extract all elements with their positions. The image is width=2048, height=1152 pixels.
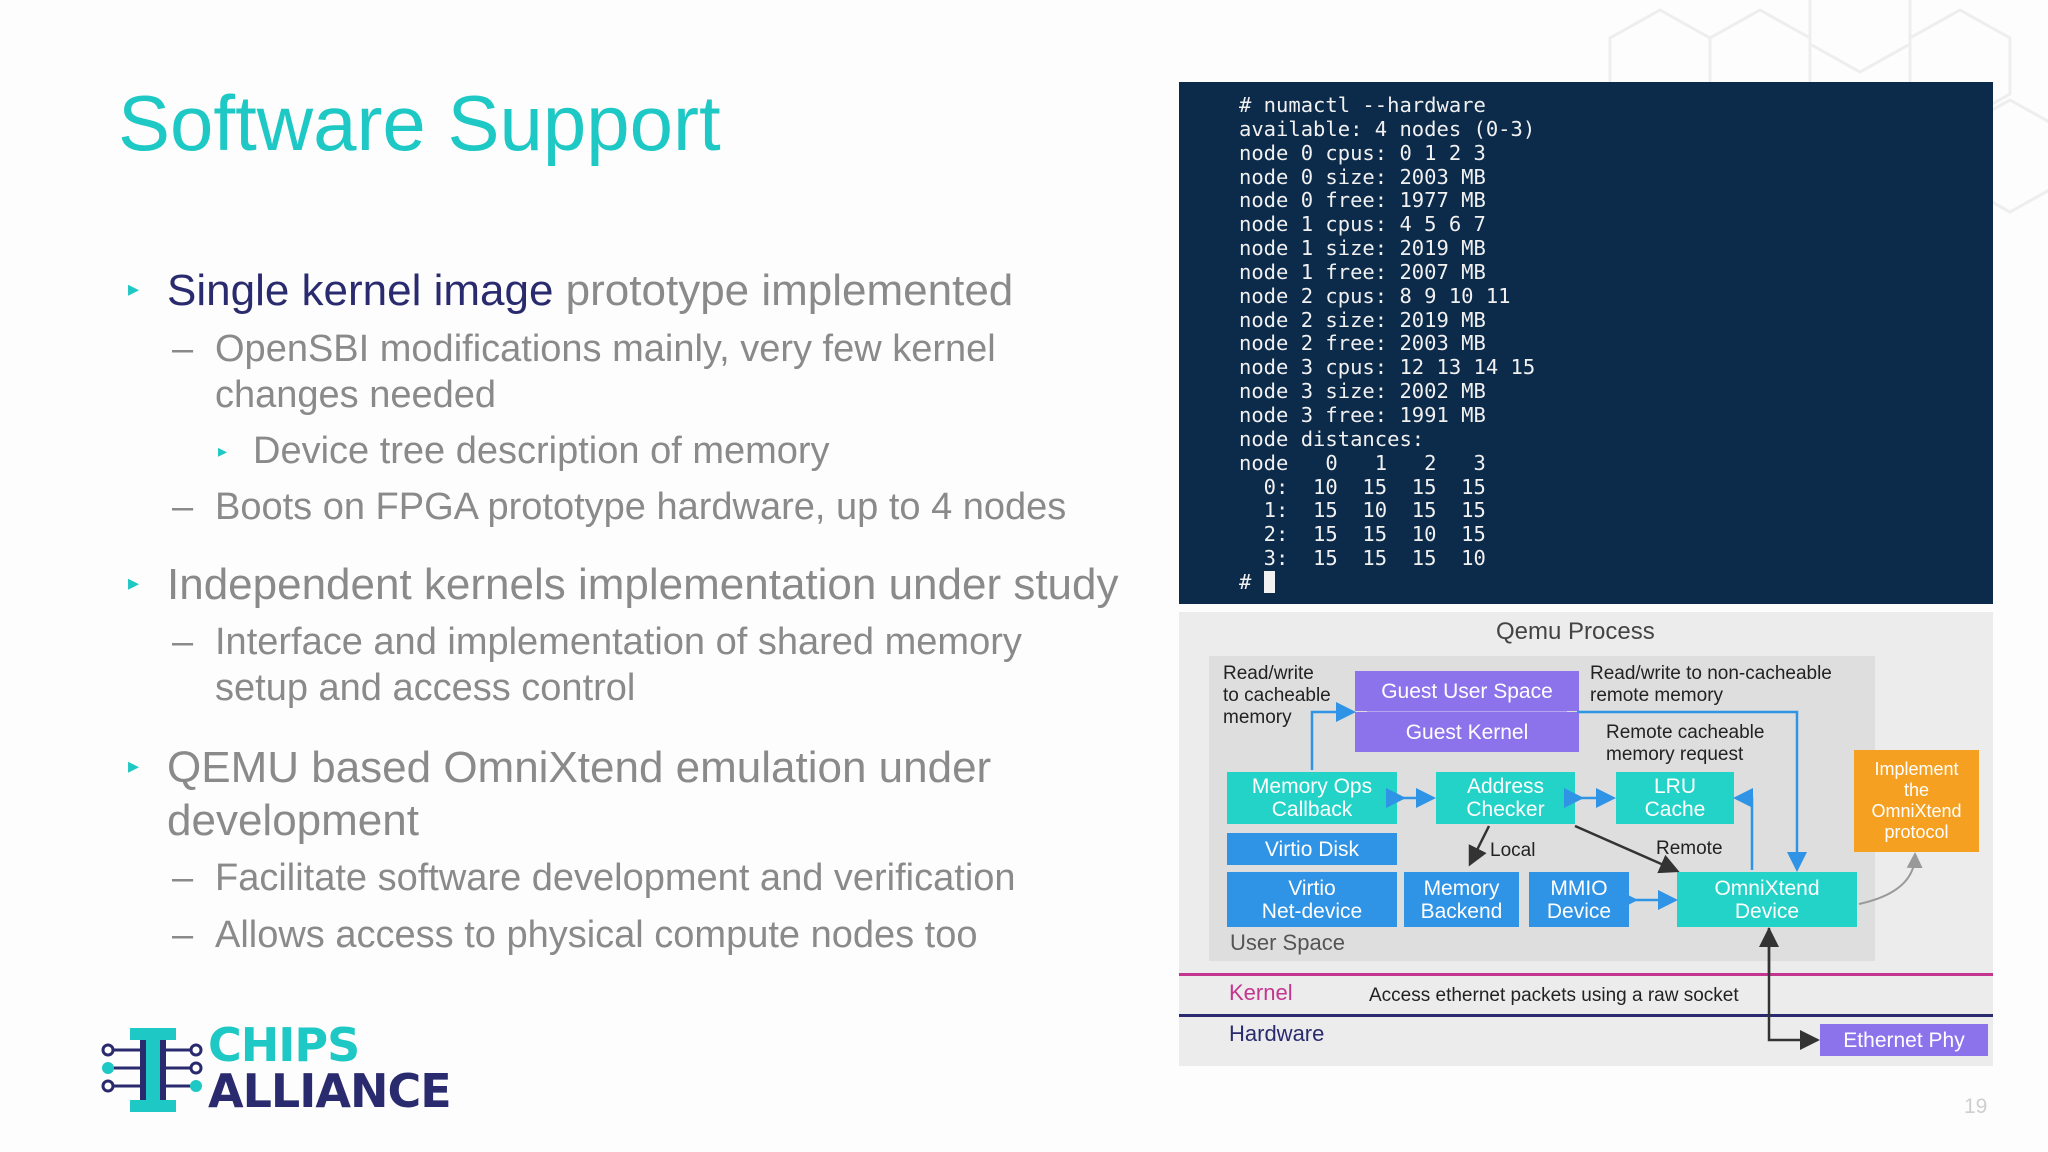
- arrow-to-implement: [1858, 852, 1923, 905]
- bullet-highlight: Single kernel image: [167, 266, 554, 315]
- ethernet-phy-box: Ethernet Phy: [1820, 1024, 1988, 1056]
- terminal-output: # numactl --hardware available: 4 nodes …: [1239, 93, 1536, 595]
- guest-kernel-box: Guest Kernel: [1355, 712, 1579, 752]
- bullet-qemu-line1: QEMU based OmniXtend emulation under: [167, 743, 992, 792]
- local-label: Local: [1490, 840, 1536, 861]
- qemu-process-label: Qemu Process: [1496, 618, 1655, 645]
- lru-cache-box: LRU Cache: [1616, 772, 1734, 824]
- qemu-architecture-diagram: Qemu Process Read/write to cacheable mem…: [1179, 612, 1993, 1066]
- dash-marker: –: [172, 486, 194, 528]
- rw-noncacheable-label: Read/write to non-cacheable remote memor…: [1590, 663, 1832, 706]
- remote-label: Remote: [1656, 838, 1723, 859]
- terminal-screenshot: # numactl --hardware available: 4 nodes …: [1179, 82, 1993, 604]
- user-space-label: User Space: [1230, 930, 1345, 955]
- sub-bullet-opensbi-line2: changes needed: [215, 374, 497, 416]
- virtio-net-device-box: Virtio Net-device: [1227, 872, 1397, 927]
- dash-marker: –: [172, 857, 194, 899]
- bullet-independent-kernels: Independent kernels implementation under…: [167, 560, 1119, 609]
- kernel-boundary-line: [1179, 973, 1993, 976]
- memory-backend-box: Memory Backend: [1404, 872, 1519, 927]
- hardware-label: Hardware: [1229, 1021, 1325, 1046]
- diagram-arrows: [1310, 702, 1923, 1050]
- rw-cacheable-label: Read/write to cacheable memory: [1223, 663, 1331, 728]
- guest-user-space-box: Guest User Space: [1355, 671, 1579, 711]
- guest-divider: [1367, 711, 1567, 712]
- terminal-cursor: [1263, 570, 1275, 593]
- arrow-local: [1468, 825, 1491, 867]
- bullet-triangle-marker: ▸: [128, 753, 140, 778]
- sub-bullet-interface-line2: setup and access control: [215, 667, 636, 709]
- arrow-to-ethernet-phy: [1767, 928, 1820, 1050]
- sub-bullet-physical-nodes: Allows access to physical compute nodes …: [215, 914, 978, 956]
- raw-socket-label: Access ethernet packets using a raw sock…: [1369, 985, 1739, 1006]
- omnixtend-device-box: OmniXtend Device: [1677, 872, 1857, 927]
- logo-text-chips: CHIPS: [208, 1018, 360, 1072]
- bullet-triangle-marker: ▸: [218, 441, 228, 461]
- terminal-text: # numactl --hardware available: 4 nodes …: [1239, 93, 1536, 594]
- sub-bullet-opensbi-line1: OpenSBI modifications mainly, very few k…: [215, 328, 996, 370]
- arrow-remote: [1574, 824, 1680, 874]
- page-number: 19: [1964, 1095, 1988, 1118]
- arrow-guest-to-omnixtend: [1577, 710, 1807, 872]
- arrow-callback-to-guest: [1310, 702, 1356, 770]
- hardware-boundary-line: [1179, 1014, 1993, 1017]
- chip-logo-icon: [101, 1028, 203, 1112]
- mmio-device-box: MMIO Device: [1529, 872, 1629, 927]
- bullet-triangle-marker: ▸: [128, 276, 140, 301]
- sub-bullet-interface-line1: Interface and implementation of shared m…: [215, 621, 1022, 663]
- bullet-single-kernel: Single kernel image prototype implemente…: [167, 266, 1013, 316]
- arrow-omnixtend-to-lru: [1733, 788, 1754, 870]
- remote-cacheable-request-label: Remote cacheable memory request: [1606, 722, 1765, 765]
- logo-text-alliance: ALLIANCE: [208, 1064, 452, 1118]
- slide-title: Software Support: [118, 79, 721, 167]
- chips-alliance-logo: CHIPS ALLIANCE: [100, 1018, 452, 1118]
- sub-bullet-facilitate: Facilitate software development and veri…: [215, 857, 1016, 899]
- memory-ops-callback-box: Memory Ops Callback: [1227, 772, 1397, 824]
- dash-marker: –: [172, 621, 194, 663]
- address-checker-box: Address Checker: [1436, 772, 1575, 824]
- sub-bullet-fpga: Boots on FPGA prototype hardware, up to …: [215, 486, 1067, 528]
- bullet-qemu-line2: development: [167, 796, 419, 845]
- sub-sub-bullet-device-tree: Device tree description of memory: [253, 430, 830, 472]
- kernel-label: Kernel: [1229, 980, 1293, 1005]
- implement-omnixtend-box: Implement the OmniXtend protocol: [1854, 750, 1979, 852]
- virtio-disk-box: Virtio Disk: [1227, 833, 1397, 865]
- bullet-text: prototype implemented: [553, 266, 1014, 315]
- bullet-triangle-marker: ▸: [128, 570, 140, 595]
- dash-marker: –: [172, 328, 194, 370]
- dash-marker: –: [172, 914, 194, 956]
